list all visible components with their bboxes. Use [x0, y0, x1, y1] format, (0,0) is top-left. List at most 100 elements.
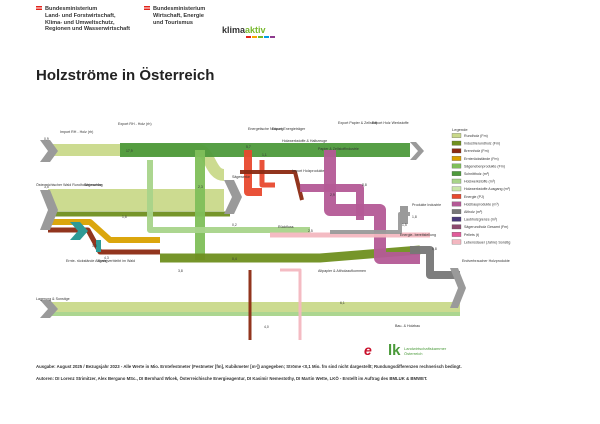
- flow-energie-b: [259, 160, 275, 188]
- legend-item-label: Schnittholz (m³): [464, 172, 489, 176]
- value-label: 1,6: [122, 215, 127, 219]
- ministry-name-line: und Tourismus: [153, 19, 193, 26]
- node-einschlag: [40, 190, 58, 230]
- legend-swatch: [451, 239, 462, 245]
- legend-swatch: [451, 232, 462, 237]
- lk-subtitle-line: Österreich: [404, 351, 423, 356]
- value-label: 0,2: [232, 223, 237, 227]
- node-export-rh: [410, 142, 424, 160]
- flow-holzbau: [324, 150, 420, 264]
- legend-item-label: Rundholz (Fm): [464, 134, 488, 138]
- page-title: Holzströme in Österreich: [36, 67, 215, 84]
- legend-item-label: Sägerundholz Gesamt (Fm): [464, 225, 508, 229]
- lk-logo-subtitle: Landwirtschaftskammer Österreich: [404, 346, 446, 356]
- legend-item-label: Sägenebenprodukte (Fm): [464, 164, 505, 168]
- legend-swatch: [451, 201, 462, 207]
- legend-item-label: Brennholz (Fm): [464, 149, 489, 153]
- label-export-rh: Export RH - Holz (rh): [118, 122, 152, 126]
- klimaaktiv-color-bar: [246, 36, 275, 38]
- legend-swatch: [451, 163, 462, 169]
- value-label: 8,8: [362, 183, 367, 187]
- legend-swatch: [451, 216, 462, 222]
- node-endverbraucher: [450, 268, 466, 308]
- legend-swatch: [451, 178, 462, 184]
- value-label: 1,1: [262, 153, 267, 157]
- value-label: 17,9: [126, 149, 133, 153]
- flow-holzbau-b: [300, 184, 364, 220]
- value-label: 2,9: [330, 193, 335, 197]
- label-papier: Papier & Zellstoffindustrie: [318, 147, 359, 151]
- legend-item-label: Altholz (m³): [464, 210, 482, 214]
- value-label: 2,5: [308, 229, 313, 233]
- legend-swatch: [451, 209, 462, 214]
- label-einschlag: Österreichischer Wald Rundholzeinschlag: [36, 183, 103, 187]
- label-bauindustrie: Bau- & Holzbau: [395, 324, 420, 328]
- legend-item-label: Industrierundholz (Fm): [464, 142, 500, 146]
- node-import-rh: [40, 140, 58, 162]
- ministry-name-line: Regionen und Wasserwirtschaft: [45, 26, 130, 33]
- legend-item-label: Holzwerkstoffe (m³): [464, 180, 495, 184]
- flow-brennholz: [48, 227, 160, 255]
- sankey-labels: Import RH - Holz (rh) Export RH - Holz (r…: [36, 121, 510, 329]
- austria-flag-icon: [36, 6, 42, 10]
- label-rueckfluss: Rückfluss: [278, 225, 294, 229]
- legend-item-label: Holzbauprodukte (m³): [464, 202, 499, 206]
- legend: Rundholz (Fm) Industrierundholz (Fm) Brenn…: [451, 133, 510, 245]
- legend-swatch: [451, 224, 462, 230]
- node-sagewerk: [224, 180, 242, 214]
- klimaaktiv-logo: klimaaktiv: [222, 25, 266, 35]
- label-ernte-abgang: Ernte- rückstände Abgang: [66, 259, 108, 263]
- legend-item-label: Ernterückstände (Fm): [464, 157, 499, 161]
- lk-logo: lk: [388, 342, 401, 359]
- ministry-name-line: Bundesministerium: [153, 6, 206, 12]
- legend-swatch: [451, 133, 462, 138]
- ministry-name-line: Wirtschaft, Energie: [153, 12, 204, 19]
- label-export-werkstoff: Export Holz Werkstoffe: [372, 121, 409, 125]
- label-nutzung: Energetische Nutzung: [248, 127, 283, 131]
- value-label: 0,4: [232, 257, 237, 261]
- klima-logo-part: klima: [222, 25, 246, 35]
- legend-swatch: [451, 186, 462, 192]
- flow-werkstoff-mid: [147, 160, 310, 233]
- sankey-flows: [40, 140, 466, 340]
- value-label: 3,3: [92, 244, 97, 248]
- ministry-name-line: Bundesministerium: [45, 6, 98, 12]
- legend-swatch: [451, 148, 462, 154]
- value-label: 5,7: [246, 145, 251, 149]
- aktiv-logo-part: aktiv: [245, 25, 266, 35]
- flow-brennholz-mid: [240, 170, 304, 201]
- flow-ernte: [48, 219, 160, 243]
- ministry-name-line: Land- und Forstwirtschaft,: [45, 12, 116, 19]
- legend-item-label: Lebensdauer (Jahre) Sonstig: [464, 240, 510, 244]
- label-energie: Energie- bereitstellung: [400, 233, 436, 237]
- legend-item-label: Pellets (t): [464, 233, 479, 237]
- node-produkte: [400, 206, 408, 224]
- node-ernte-marker: [96, 240, 101, 252]
- austria-flag-icon: [144, 6, 150, 10]
- legend-swatch: [451, 140, 462, 146]
- node-ernte-abgang: [70, 222, 88, 240]
- label-export-papier: Export Papier & Zellstoff: [338, 121, 377, 125]
- label-import-holz: Import Holzprodukte: [292, 169, 324, 173]
- label-export-energie: Export Energieträger: [272, 127, 306, 131]
- flow-altholz: [410, 246, 460, 279]
- value-label: 3,8: [178, 269, 183, 273]
- label-sagewerk-left: Sägewerke: [84, 183, 102, 187]
- footer-authors: Autoren: DI Lorenz Strimitzer, Alex Berg…: [36, 376, 428, 381]
- label-produkte: Produkte Industrie: [412, 203, 441, 207]
- label-import-rh: Import RH - Holz (rh): [60, 130, 93, 134]
- flow-energie-a: [244, 150, 262, 196]
- value-label: 6,1: [340, 301, 345, 305]
- value-label: 4,0: [264, 325, 269, 329]
- energieagentur-logo: e: [364, 342, 372, 358]
- label-sagewerk: Sägewerke: [232, 175, 250, 179]
- legend-item-label: Laubholzgrenze (m³): [464, 218, 497, 222]
- label-lager: Lagerung & Sonstige: [36, 297, 70, 301]
- label-endverbraucher: Endverbraucher Holzprodukte: [462, 259, 510, 263]
- flow-grey: [330, 212, 410, 234]
- label-altpapier: Altpapier & Altholzaufkommen: [318, 269, 366, 273]
- value-label: 0,8: [432, 247, 437, 251]
